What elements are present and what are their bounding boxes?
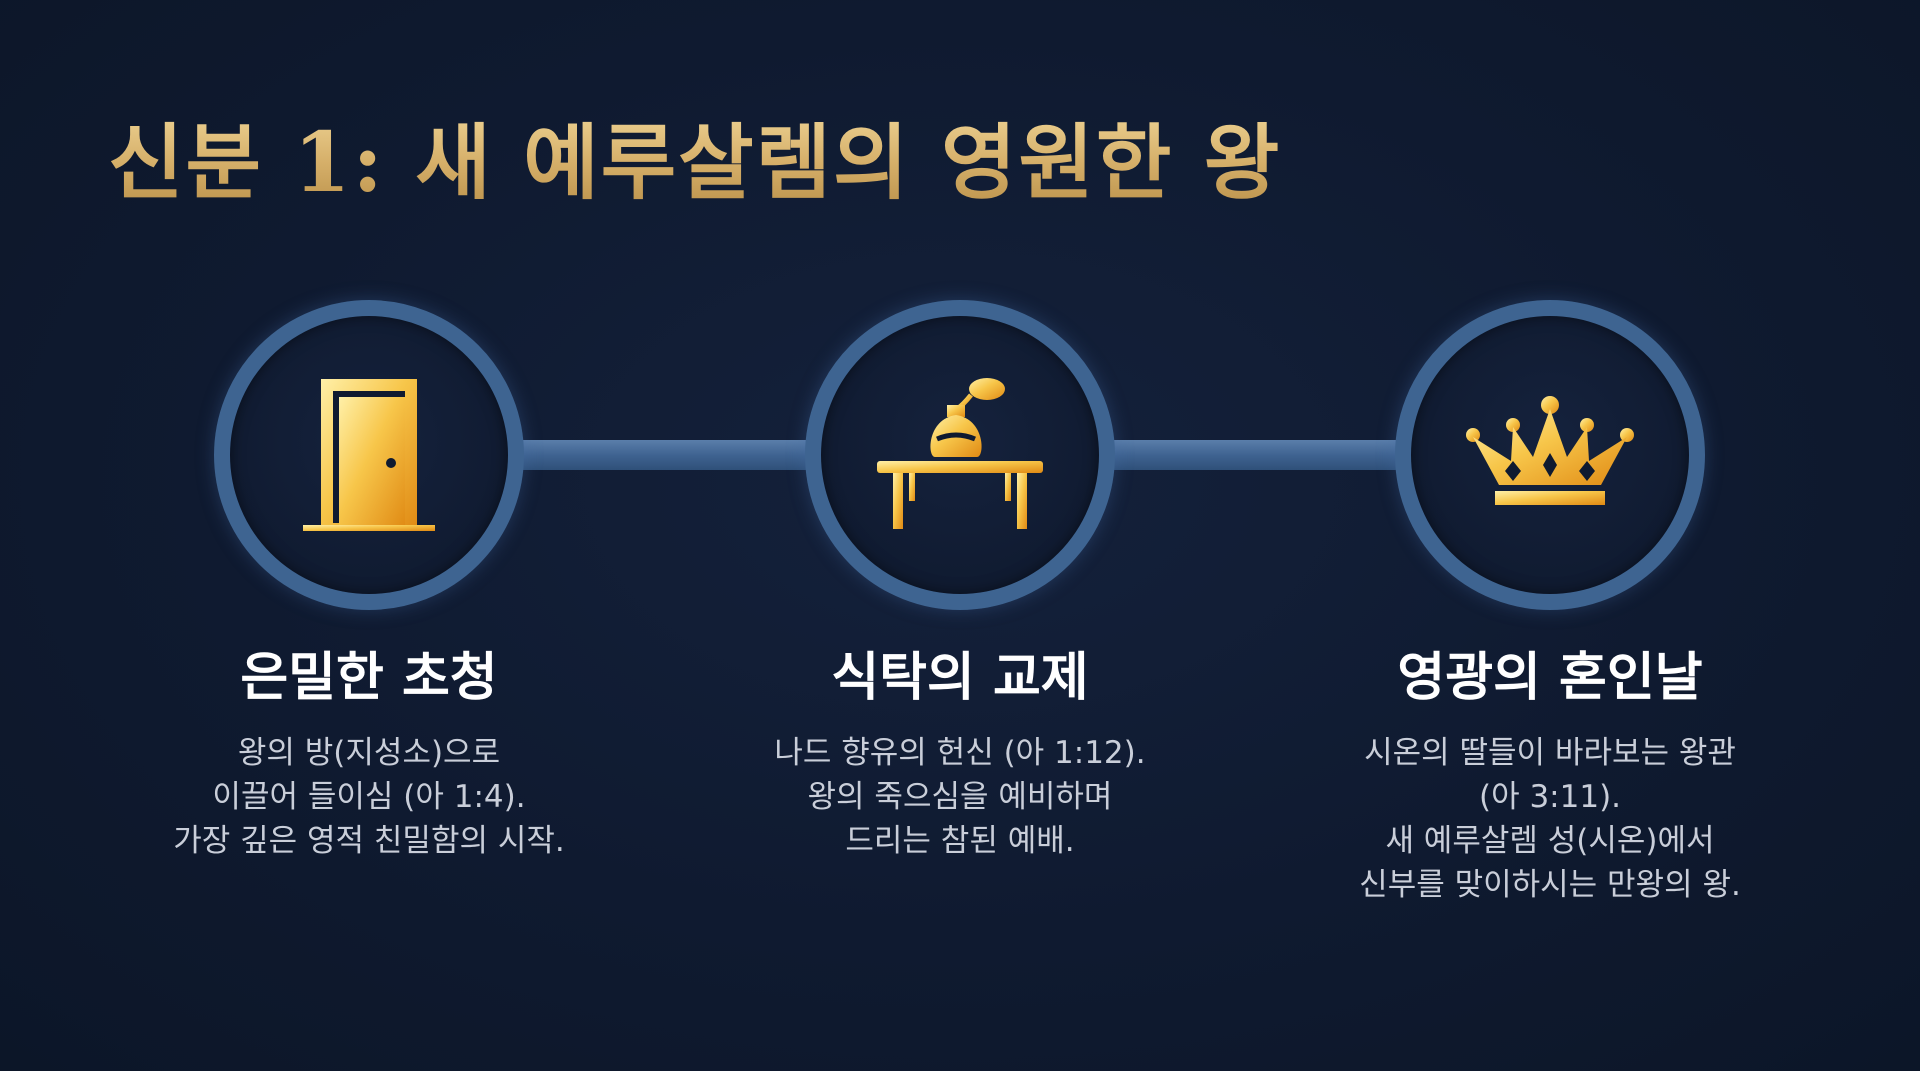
icon-circle-2 <box>805 300 1115 610</box>
description-line: 나드 향유의 헌신 (아 1:12). <box>774 735 1146 772</box>
perfume-table-icon <box>877 378 1043 529</box>
description-line: 가장 깊은 영적 친밀함의 시작. <box>173 823 565 860</box>
page-title: 신분 1: 새 예루살렘의 영원한 왕 <box>108 96 1281 215</box>
timeline-connector-1 <box>512 440 812 470</box>
description-line: (아 3:11). <box>1478 779 1622 816</box>
description-line: 왕의 죽으심을 예비하며 <box>807 779 1113 816</box>
step-table-fellowship: 식탁의 교제 나드 향유의 헌신 (아 1:12). 왕의 죽으심을 예비하며 … <box>700 648 1220 863</box>
step-description: 시온의 딸들이 바라보는 왕관 (아 3:11). 새 예루살렘 성(시온)에서… <box>1290 731 1810 907</box>
icon-circle-1 <box>214 300 524 610</box>
crown-icon <box>1466 396 1634 505</box>
step-description: 왕의 방(지성소)으로 이끌어 들이심 (아 1:4). 가장 깊은 영적 친밀… <box>109 731 629 863</box>
step-title: 영광의 혼인날 <box>1397 648 1703 708</box>
icon-circle-3 <box>1395 300 1705 610</box>
description-line: 이끌어 들이심 (아 1:4). <box>212 779 526 816</box>
timeline-connector-2 <box>1102 440 1402 470</box>
step-secret-invitation: 은밀한 초청 왕의 방(지성소)으로 이끌어 들이심 (아 1:4). 가장 깊… <box>109 648 629 863</box>
description-line: 드리는 참된 예배. <box>845 823 1075 860</box>
description-line: 신부를 맞이하시는 만왕의 왕. <box>1359 867 1741 904</box>
step-title: 식탁의 교제 <box>831 648 1089 708</box>
description-line: 새 예루살렘 성(시온)에서 <box>1385 823 1715 860</box>
step-description: 나드 향유의 헌신 (아 1:12). 왕의 죽으심을 예비하며 드리는 참된 … <box>700 731 1220 863</box>
step-title: 은밀한 초청 <box>240 648 498 708</box>
description-line: 왕의 방(지성소)으로 <box>237 735 501 772</box>
step-glorious-wedding-day: 영광의 혼인날 시온의 딸들이 바라보는 왕관 (아 3:11). 새 예루살렘… <box>1290 648 1810 907</box>
description-line: 시온의 딸들이 바라보는 왕관 <box>1364 735 1736 772</box>
door-icon <box>303 379 435 531</box>
